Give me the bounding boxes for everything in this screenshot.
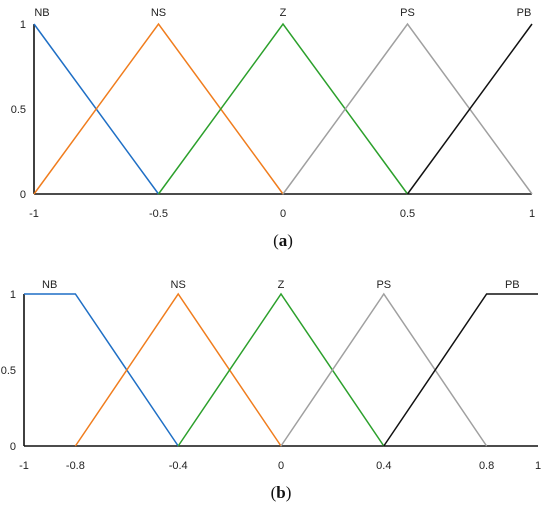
series-name-nb: NB <box>42 279 57 291</box>
panel-b: -1 -0.8 -0.4 0 0.4 0.8 1 0 0.5 1 NB NS Z PS PB (b) <box>1 279 541 502</box>
series-name-nb: NB <box>34 7 49 19</box>
y-tick-label: 0 <box>10 441 16 453</box>
series-line-ns <box>33 22 284 195</box>
panel-caption: (a) <box>273 231 293 250</box>
series-line-ps <box>280 292 488 447</box>
x-tick-label: 0.8 <box>479 460 494 472</box>
x-tick-label: 0.5 <box>400 208 415 220</box>
caption-open: ( <box>273 231 279 250</box>
y-tick-label: 1 <box>20 19 26 31</box>
series-name-ns: NS <box>151 7 166 19</box>
caption-open: ( <box>271 483 277 502</box>
caption-letter: b <box>276 483 285 502</box>
series-name-z: Z <box>278 279 285 291</box>
panel-caption: (b) <box>271 483 292 502</box>
series-line-ps <box>282 22 533 195</box>
panel-a: -1 -0.5 0 0.5 1 0 0.5 1 NB NS Z PS PB (a) <box>11 7 535 250</box>
series-line-pb <box>406 23 533 195</box>
x-tick-label: -0.8 <box>66 460 85 472</box>
series-line-pb <box>383 293 538 447</box>
y-tick-label: 0 <box>20 189 26 201</box>
x-tick-label: 0.4 <box>376 460 391 472</box>
series-name-z: Z <box>280 7 287 19</box>
series-name-ps: PS <box>400 7 415 19</box>
y-tick-label: 0.5 <box>1 365 16 377</box>
series-name-ns: NS <box>171 279 186 291</box>
y-tick-label: 1 <box>10 289 16 301</box>
x-tick-label: 1 <box>529 208 535 220</box>
x-tick-label: 0 <box>280 208 286 220</box>
series-name-pb: PB <box>517 7 532 19</box>
y-tick-label: 0.5 <box>11 104 26 116</box>
x-tick-label: 1 <box>535 460 541 472</box>
caption-close: ) <box>286 483 292 502</box>
series-line-z <box>177 292 385 447</box>
series-line-nb <box>24 293 179 447</box>
series-name-ps: PS <box>376 279 391 291</box>
series-line-ns <box>74 292 282 447</box>
series-line-z <box>157 22 409 195</box>
x-tick-label: 0 <box>278 460 284 472</box>
caption-close: ) <box>287 231 293 250</box>
x-tick-label: -0.5 <box>149 208 168 220</box>
x-tick-label: -1 <box>29 208 39 220</box>
caption-letter: a <box>279 231 288 250</box>
x-tick-label: -1 <box>19 460 29 472</box>
x-tick-label: -0.4 <box>169 460 188 472</box>
series-name-pb: PB <box>505 279 520 291</box>
